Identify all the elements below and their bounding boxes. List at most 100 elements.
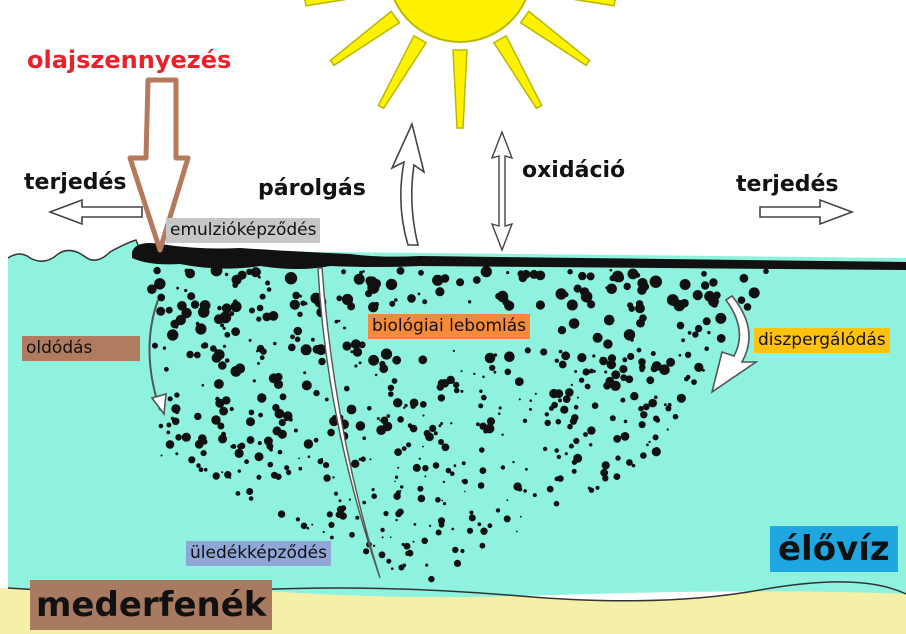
oil-droplet-icon <box>221 471 223 473</box>
oil-droplet-icon <box>454 388 460 394</box>
oil-droplet-icon <box>223 327 226 330</box>
oil-droplet-icon <box>443 502 446 505</box>
oil-droplet-icon <box>560 406 568 414</box>
oil-droplet-icon <box>313 345 322 354</box>
oil-droplet-icon <box>450 471 455 476</box>
oil-droplet-icon <box>654 395 658 399</box>
oil-droplet-icon <box>595 486 599 490</box>
oil-droplet-icon <box>453 350 455 352</box>
oil-droplet-icon <box>230 407 234 411</box>
oil-droplet-icon <box>383 511 388 516</box>
oil-droplet-icon <box>308 455 311 458</box>
oil-droplet-icon <box>217 423 224 430</box>
oil-droplet-icon <box>685 352 691 358</box>
oil-droplet-icon <box>694 363 703 372</box>
oxidation-arrow <box>492 132 512 250</box>
oil-droplet-icon <box>235 449 244 458</box>
oil-droplet-icon <box>362 436 366 440</box>
oil-droplet-icon <box>478 403 483 408</box>
oil-droplet-icon <box>545 420 551 426</box>
oil-droplet-icon <box>715 313 726 324</box>
oil-droplet-icon <box>432 275 443 286</box>
oil-droplet-icon <box>355 516 359 520</box>
label-spread-left: terjedés <box>24 172 127 194</box>
oil-droplet-icon <box>615 455 620 460</box>
oil-droplet-icon <box>260 294 266 300</box>
oil-droplet-icon <box>298 458 300 460</box>
oil-droplet-icon <box>577 397 579 399</box>
oil-droplet-icon <box>166 307 173 314</box>
oil-droplet-icon <box>380 528 384 532</box>
oil-droplet-icon <box>417 486 423 492</box>
oil-droplet-icon <box>386 279 397 290</box>
oil-droplet-icon <box>473 373 475 375</box>
oil-droplet-icon <box>583 432 588 437</box>
oil-droplet-icon <box>454 560 461 567</box>
oil-droplet-icon <box>262 313 271 322</box>
oil-droplet-icon <box>255 452 264 461</box>
oil-droplet-icon <box>703 317 711 325</box>
oil-droplet-icon <box>217 306 222 311</box>
oil-droplet-icon <box>567 300 578 311</box>
oil-droplet-icon <box>451 528 454 531</box>
oil-droplet-icon <box>231 301 242 312</box>
oil-droplet-icon <box>438 394 445 401</box>
oil-droplet-icon <box>467 528 473 534</box>
oil-droplet-icon <box>298 467 302 471</box>
oil-droplet-icon <box>211 265 223 277</box>
oil-droplet-icon <box>363 548 369 554</box>
oil-droplet-icon <box>166 431 170 435</box>
oil-droplet-icon <box>194 352 201 359</box>
oil-droplet-icon <box>311 338 315 342</box>
oil-droplet-icon <box>422 414 424 416</box>
oil-droplet-icon <box>353 347 362 356</box>
oil-droplet-icon <box>627 353 634 360</box>
oil-droplet-icon <box>738 296 746 304</box>
oil-droplet-icon <box>223 345 226 348</box>
oil-droplet-icon <box>419 458 421 460</box>
oil-droplet-icon <box>571 384 573 386</box>
oil-droplet-icon <box>707 331 710 334</box>
oil-droplet-icon <box>573 438 579 444</box>
oil-droplet-icon <box>578 272 586 280</box>
oil-droplet-icon <box>692 331 698 337</box>
oil-droplet-icon <box>567 424 573 430</box>
oil-droplet-icon <box>592 402 599 409</box>
oil-droplet-icon <box>344 295 351 302</box>
oil-droplet-icon <box>606 284 617 295</box>
oil-droplet-icon <box>394 298 398 302</box>
oil-droplet-icon <box>505 369 512 376</box>
oil-droplet-icon <box>395 510 402 517</box>
oil-droplet-icon <box>374 302 379 307</box>
oil-droplet-icon <box>406 442 411 447</box>
oil-droplet-icon <box>395 476 398 479</box>
oil-droplet-icon <box>636 300 643 307</box>
oil-droplet-icon <box>677 322 685 330</box>
oil-droplet-icon <box>376 425 386 435</box>
oil-droplet-icon <box>620 398 625 403</box>
oil-droplet-icon <box>433 462 440 469</box>
oil-droplet-icon <box>330 536 334 540</box>
oil-droplet-icon <box>290 334 295 339</box>
oil-droplet-icon <box>681 338 685 342</box>
oil-droplet-icon <box>297 312 302 317</box>
oil-droplet-icon <box>585 384 591 390</box>
oil-droplet-icon <box>429 525 431 527</box>
oil-droplet-icon <box>763 269 769 275</box>
oil-droplet-icon <box>407 294 416 303</box>
oil-droplet-icon <box>300 300 306 306</box>
oil-droplet-icon <box>343 327 346 330</box>
oil-droplet-icon <box>244 459 249 464</box>
oil-droplet-icon <box>213 472 220 479</box>
oil-droplet-icon <box>639 364 646 371</box>
oil-droplet-icon <box>452 547 458 553</box>
oil-droplet-icon <box>549 389 558 398</box>
oil-droplet-icon <box>515 377 524 386</box>
oil-droplet-icon <box>525 468 528 471</box>
oil-droplet-icon <box>318 459 324 465</box>
oil-droplet-icon <box>600 469 608 477</box>
oil-droplet-icon <box>498 412 501 415</box>
oil-droplet-icon <box>335 320 339 324</box>
oil-droplet-icon <box>502 298 509 305</box>
oil-droplet-icon <box>589 488 594 493</box>
